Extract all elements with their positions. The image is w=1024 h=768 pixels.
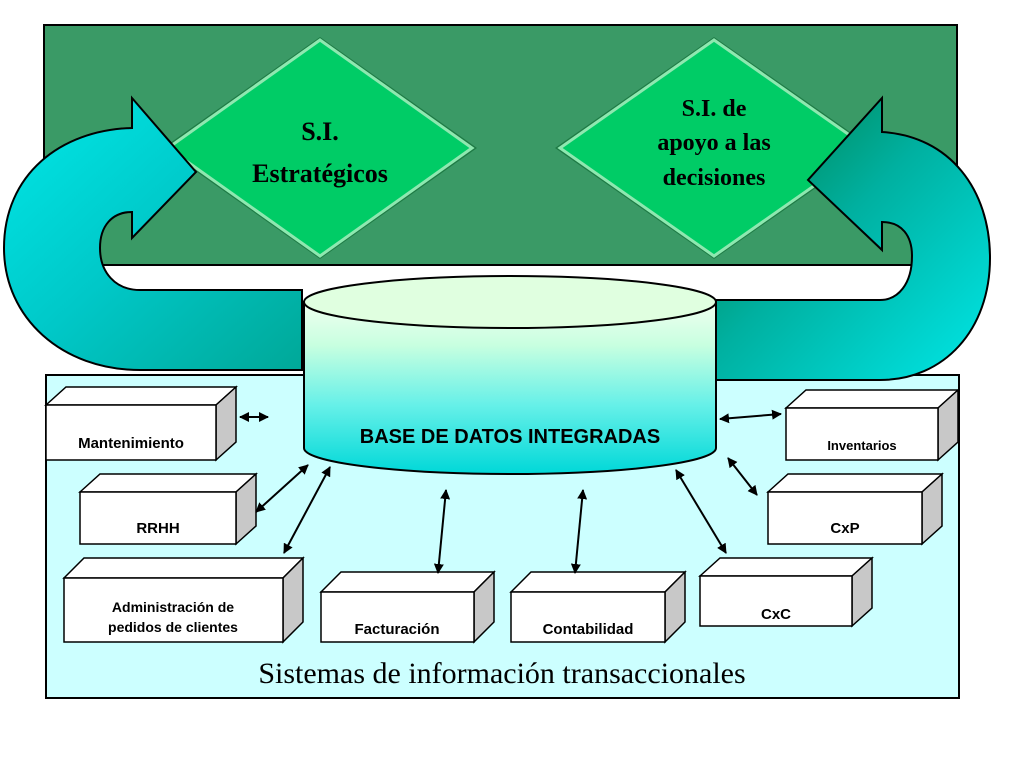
box-cxp: CxP	[766, 472, 944, 546]
cxc-label: CxC	[761, 606, 791, 623]
decision-diamond: S.I. de apoyo a las decisiones	[555, 37, 873, 259]
arrow-cxp	[727, 457, 758, 496]
box-mantenimiento: Mantenimiento	[44, 385, 238, 462]
box-rrhh: RRHH	[78, 472, 258, 546]
database-label: BASE DE DATOS INTEGRADAS	[360, 426, 660, 448]
arrow-inventarios	[719, 409, 782, 424]
strategic-label-line1: S.I.	[301, 117, 339, 146]
database-cylinder: BASE DE DATOS INTEGRADAS	[303, 275, 717, 475]
arrow-administracion	[283, 466, 331, 554]
transactional-title: Sistemas de información transaccionales	[258, 657, 745, 690]
right-curved-arrow	[715, 95, 992, 381]
administracion-label-line1: Administración de	[112, 599, 234, 615]
strategic-diamond: S.I. Estratégicos	[163, 37, 477, 259]
mantenimiento-label: Mantenimiento	[78, 435, 184, 452]
cxp-label: CxP	[830, 520, 859, 537]
administracion-label-line2: pedidos de clientes	[108, 619, 238, 635]
rrhh-label: RRHH	[136, 520, 179, 537]
box-facturacion: Facturación	[319, 570, 496, 644]
box-contabilidad: Contabilidad	[509, 570, 687, 644]
arrow-facturacion	[433, 489, 451, 574]
decision-label-line2: apoyo a las	[657, 130, 770, 156]
connectors	[239, 409, 782, 574]
facturacion-label: Facturación	[354, 621, 439, 638]
strategic-label-line2: Estratégicos	[252, 159, 388, 188]
left-curved-arrow	[2, 95, 303, 371]
contabilidad-label: Contabilidad	[543, 621, 634, 638]
box-administracion: Administración de pedidos de clientes	[62, 556, 305, 644]
box-inventarios: Inventarios	[784, 388, 960, 462]
inventarios-label: Inventarios	[827, 438, 896, 453]
decision-label-line3: decisiones	[663, 165, 766, 191]
decision-label-line1: S.I. de	[682, 96, 747, 122]
box-cxc: CxC	[698, 556, 874, 628]
arrow-cxc	[675, 469, 727, 554]
arrow-contabilidad	[570, 489, 588, 574]
